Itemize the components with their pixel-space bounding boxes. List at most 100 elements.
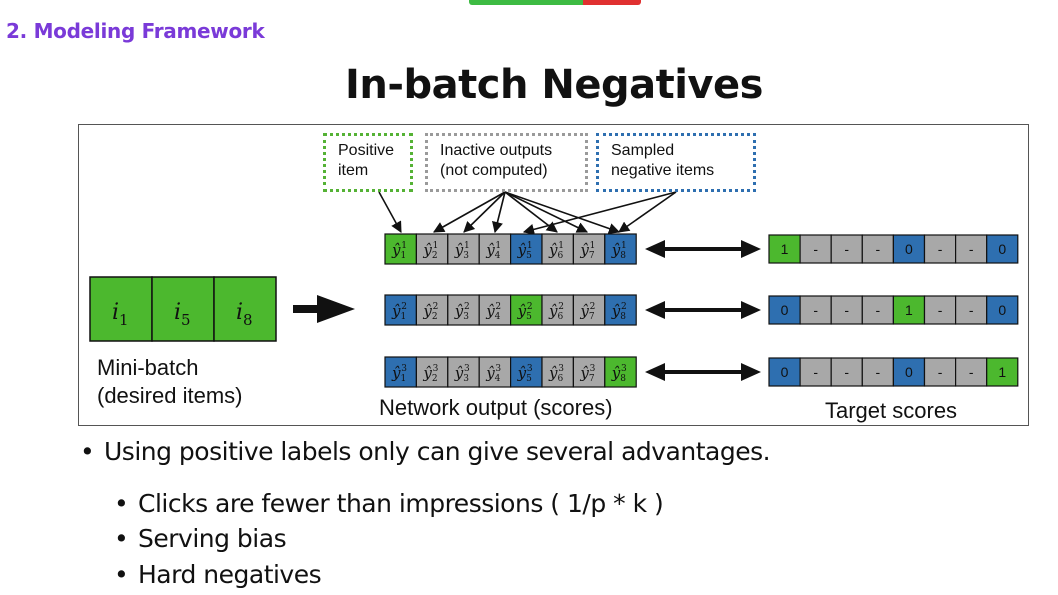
svg-text:-: - bbox=[969, 241, 974, 257]
output-cell: ŷ23 bbox=[415, 356, 449, 388]
target-row: 1 - - - 0 - - 0 bbox=[768, 234, 1019, 264]
svg-text:ŷ53: ŷ53 bbox=[517, 364, 533, 384]
output-cell: ŷ82 bbox=[604, 294, 637, 326]
target-cell: - bbox=[861, 295, 894, 325]
svg-text:0: 0 bbox=[905, 364, 913, 380]
callout-sampled-line2: negative items bbox=[611, 162, 715, 179]
svg-text:ŷ73: ŷ73 bbox=[579, 364, 595, 384]
target-cell: 1 bbox=[768, 234, 801, 264]
svg-text:ŷ41: ŷ41 bbox=[485, 241, 501, 261]
target-cell: - bbox=[923, 357, 957, 387]
bullet-sub-hard-negatives: Hard negatives bbox=[114, 560, 322, 589]
svg-text:ŷ33: ŷ33 bbox=[454, 364, 470, 384]
svg-text:0: 0 bbox=[905, 241, 913, 257]
output-cell: ŷ33 bbox=[447, 356, 480, 388]
target-cell: - bbox=[799, 295, 832, 325]
output-cell: ŷ41 bbox=[478, 233, 512, 265]
svg-text:ŷ13: ŷ13 bbox=[391, 364, 407, 384]
pointer-arrow bbox=[618, 191, 677, 233]
target-cell: - bbox=[830, 234, 863, 264]
target-cell: - bbox=[799, 357, 832, 387]
svg-text:-: - bbox=[938, 364, 943, 380]
minibatch-item-box bbox=[151, 276, 215, 342]
svg-text:ŷ81: ŷ81 bbox=[611, 241, 627, 261]
target-cell: 0 bbox=[986, 234, 1019, 264]
target-cell: - bbox=[830, 295, 863, 325]
target-cell: - bbox=[861, 234, 894, 264]
callout-positive-line1: Positive bbox=[338, 142, 395, 159]
target-cell: 0 bbox=[892, 357, 926, 387]
minibatch-label-line1: Mini-batch bbox=[97, 355, 199, 380]
minibatch-item-box bbox=[213, 276, 277, 342]
pointer-arrow bbox=[504, 191, 589, 233]
target-cell: - bbox=[799, 234, 832, 264]
svg-text:-: - bbox=[844, 364, 849, 380]
minibatch-item: i8 bbox=[213, 276, 277, 342]
svg-text:-: - bbox=[969, 364, 974, 380]
output-cell: ŷ21 bbox=[415, 233, 449, 265]
svg-text:ŷ22: ŷ22 bbox=[422, 302, 438, 322]
pointer-arrow bbox=[492, 191, 506, 234]
minibatch-label: Mini-batch (desired items) bbox=[97, 354, 242, 410]
pointer-arrow bbox=[504, 191, 621, 234]
bullet-sub-clicks: Clicks are fewer than impressions ( 1/p … bbox=[114, 489, 664, 518]
svg-text:1: 1 bbox=[781, 241, 789, 257]
svg-text:-: - bbox=[938, 241, 943, 257]
output-cell: ŷ62 bbox=[541, 294, 574, 326]
output-cell: ŷ11 bbox=[384, 233, 417, 265]
output-cell: ŷ22 bbox=[415, 294, 449, 326]
target-cell: - bbox=[923, 295, 957, 325]
output-target-double-arrow bbox=[645, 363, 761, 381]
network-output-label: Network output (scores) bbox=[379, 395, 613, 420]
slide-title: In-batch Negatives bbox=[345, 62, 763, 108]
pointer-arrow bbox=[522, 191, 677, 235]
target-row: 0---0--1 bbox=[768, 357, 1019, 387]
svg-text:-: - bbox=[876, 241, 881, 257]
svg-text:ŷ71: ŷ71 bbox=[579, 241, 595, 261]
minibatch-label-line2: (desired items) bbox=[97, 383, 243, 408]
target-cell: 0 bbox=[986, 295, 1019, 325]
svg-text:ŷ51: ŷ51 bbox=[517, 241, 533, 261]
svg-text:-: - bbox=[813, 302, 818, 318]
output-cell: ŷ52 bbox=[510, 294, 543, 326]
minibatch-item: i5 bbox=[151, 276, 215, 342]
output-cell: ŷ32 bbox=[447, 294, 480, 326]
svg-text:ŷ43: ŷ43 bbox=[485, 364, 501, 384]
callout-sampled-line1: Sampled bbox=[611, 142, 675, 159]
svg-text:ŷ52: ŷ52 bbox=[517, 302, 533, 322]
output-cell: ŷ43 bbox=[478, 356, 512, 388]
output-cell: ŷ83 bbox=[604, 356, 637, 388]
target-cell: - bbox=[923, 234, 957, 264]
svg-text:-: - bbox=[844, 241, 849, 257]
bullet-main: Using positive labels only can give seve… bbox=[80, 437, 771, 466]
svg-text:ŷ72: ŷ72 bbox=[579, 302, 595, 322]
svg-text:-: - bbox=[813, 241, 818, 257]
target-cell: - bbox=[830, 357, 863, 387]
target-scores-label: Target scores bbox=[825, 398, 958, 423]
target-cell: - bbox=[954, 357, 988, 387]
output-target-double-arrow bbox=[645, 240, 761, 258]
callout-inactive-outputs: Inactive outputs (not computed) bbox=[425, 133, 588, 192]
svg-text:1: 1 bbox=[905, 302, 913, 318]
svg-text:-: - bbox=[813, 364, 818, 380]
svg-text:0: 0 bbox=[998, 241, 1006, 257]
svg-text:-: - bbox=[969, 302, 974, 318]
target-cell: 0 bbox=[892, 234, 926, 264]
pointer-arrow bbox=[433, 191, 506, 233]
target-cell: 0 bbox=[768, 295, 801, 325]
minibatch-to-output-arrow bbox=[293, 295, 355, 323]
pointer-arrow bbox=[463, 191, 506, 233]
output-cell: ŷ72 bbox=[572, 294, 606, 326]
top-tab-red bbox=[583, 0, 641, 5]
callout-pointer-arrows bbox=[378, 191, 677, 235]
svg-text:ŷ32: ŷ32 bbox=[454, 302, 470, 322]
top-tab-indicator bbox=[469, 0, 641, 5]
output-target-double-arrow bbox=[645, 301, 761, 319]
output-cell: ŷ73 bbox=[572, 356, 606, 388]
output-cell: ŷ61 bbox=[541, 233, 574, 265]
